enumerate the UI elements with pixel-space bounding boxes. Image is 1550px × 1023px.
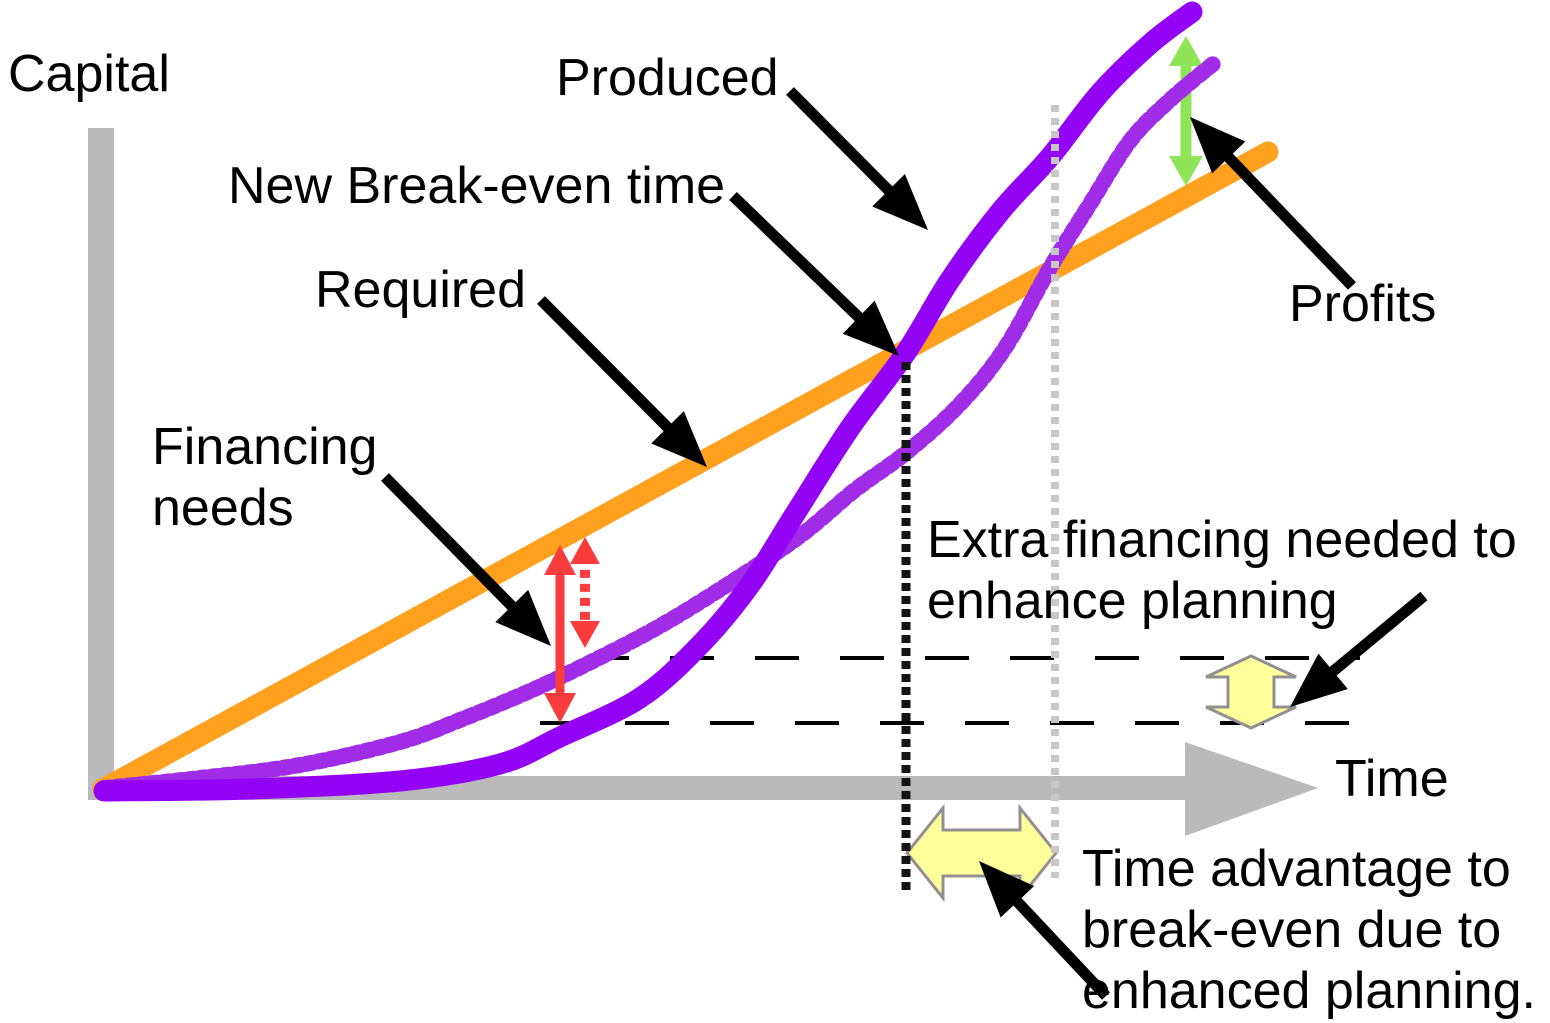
measure-arrow-head-profits-gap [1169,156,1203,186]
pointer-arrow-shaft-profits [1207,135,1356,290]
label-required: Required [315,261,527,319]
pointer-arrow-shaft-time-advantage [996,879,1111,1000]
pointer-arrow-head-profits [1190,117,1246,174]
x-axis-arrowhead-icon [1185,742,1318,836]
label-financing-needs: Financing needs [152,418,378,537]
curve-produced-new [93,1,1203,802]
pointer-arrow-head-extra [1290,653,1348,707]
block-arrow-extra-financing-gap [1205,654,1297,730]
pointer-arrow-shaft-financing [381,473,534,628]
label-produced: Produced [556,49,779,107]
label-new-break-even-time: New Break-even time [228,157,726,215]
label-extra-financing: Extra financing needed to enhance planni… [927,511,1517,630]
measure-arrow-head-profits-gap [1169,36,1203,66]
x-axis-label: Time [1335,750,1449,808]
pointer-arrow-head-produced [872,174,928,230]
measure-arrow-head-financing-needs-dotted [570,537,600,564]
measure-arrow-head-financing-needs-solid [544,693,576,723]
pointer-arrow-head-required [651,411,707,467]
measure-arrow-head-financing-needs-dotted [570,621,600,648]
label-time-advantage: Time advantage to break-even due to enha… [1082,840,1536,1020]
y-axis-label: Capital [8,45,170,103]
pointer-arrow-head-financing [495,589,551,646]
pointer-arrow-shaft-required [537,296,690,450]
block-arrow-time-advantage-span [905,803,1058,903]
pointer-arrow-head-new-break-even [842,300,899,356]
measure-arrow-head-financing-needs-solid [544,545,576,575]
y-axis-bar [88,128,114,800]
pointer-arrow-shaft-produced [786,87,911,213]
pointer-arrow-head-time-advantage [979,861,1035,918]
curve-required [92,141,1279,800]
pointer-arrow-shaft-new-break-even [729,192,881,339]
label-profits: Profits [1289,275,1437,333]
